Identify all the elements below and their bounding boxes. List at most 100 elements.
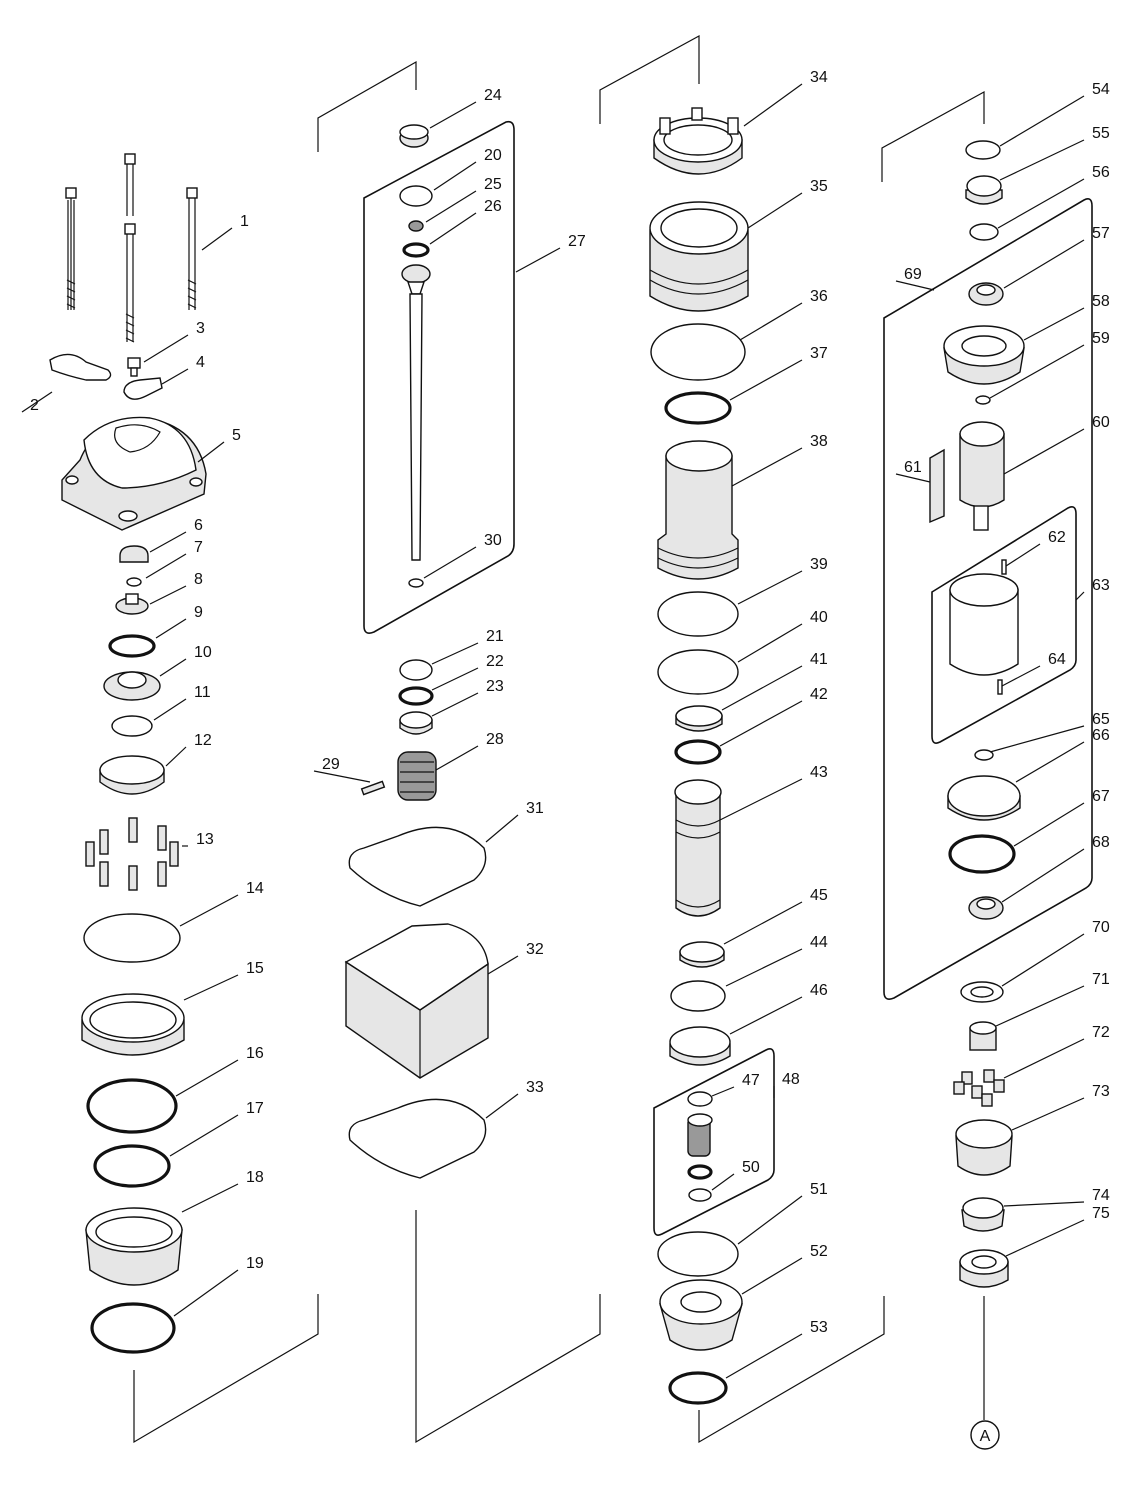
callout-label-71: 71 <box>1092 971 1110 988</box>
callout-label-23: 23 <box>486 678 504 695</box>
callout-label-61: 61 <box>904 459 922 476</box>
callout-label-27: 27 <box>568 233 586 250</box>
leader-line-71 <box>995 985 1085 1027</box>
callout-label-41: 41 <box>810 651 828 668</box>
ring-part-7 <box>126 577 142 587</box>
callout-label-66: 66 <box>1092 727 1110 744</box>
leader-line-50 <box>711 1173 735 1191</box>
rotor-part-60 <box>959 421 1005 531</box>
callout-label-68: 68 <box>1092 834 1110 851</box>
column-3-parts <box>649 107 749 1405</box>
leader-line-4 <box>161 368 189 385</box>
cylinder-part-18 <box>85 1207 183 1286</box>
leader-line-30 <box>423 546 477 579</box>
callout-label-39: 39 <box>810 556 828 573</box>
callout-label-51: 51 <box>810 1181 828 1198</box>
connector-circle <box>970 1420 1000 1450</box>
leader-line-55 <box>999 139 1085 181</box>
leader-line-18 <box>181 1183 239 1213</box>
carrier-part-74 <box>961 1197 1005 1232</box>
leader-line-56 <box>997 178 1085 229</box>
callout-label-7: 7 <box>194 539 203 556</box>
leader-line-62 <box>1005 543 1041 567</box>
leader-line-42 <box>719 700 803 747</box>
leader-line-14 <box>179 894 239 927</box>
ring-part-41 <box>675 705 723 732</box>
leader-line-8 <box>149 585 187 605</box>
callout-label-16: 16 <box>246 1045 264 1062</box>
ring-part-17 <box>93 1144 171 1188</box>
leader-line-11 <box>153 698 187 721</box>
leader-line-25 <box>425 190 477 223</box>
valve-part-10 <box>103 671 161 701</box>
callout-label-26: 26 <box>484 198 502 215</box>
leader-line-70 <box>1001 933 1085 987</box>
gears-part-72 <box>953 1069 1005 1107</box>
bolt-part-1 <box>65 153 198 343</box>
callout-label-12: 12 <box>194 732 212 749</box>
leader-line-52 <box>741 1257 803 1295</box>
callout-label-32: 32 <box>526 941 544 958</box>
callout-label-58: 58 <box>1092 293 1110 310</box>
leader-line-60 <box>1003 428 1085 475</box>
gasket-part-31 <box>348 826 487 907</box>
plate-part-66 <box>947 775 1021 821</box>
ring-part-67 <box>948 834 1016 874</box>
callout-label-8: 8 <box>194 571 203 588</box>
valve-part-8 <box>115 593 149 615</box>
leader-line-43 <box>719 778 803 821</box>
leader-line-75 <box>1005 1219 1085 1257</box>
leader-line-12 <box>165 746 187 767</box>
callout-label-28: 28 <box>486 731 504 748</box>
callout-label-59: 59 <box>1092 330 1110 347</box>
leader-line-47 <box>711 1086 735 1097</box>
callout-label-69: 69 <box>904 266 922 283</box>
leader-line-7 <box>145 553 187 579</box>
leader-line-5 <box>197 441 225 463</box>
leader-line-3 <box>143 334 189 363</box>
callout-label-57: 57 <box>1092 225 1110 242</box>
ring-part-22 <box>398 686 434 706</box>
callout-label-56: 56 <box>1092 164 1110 181</box>
leader-line-26 <box>429 212 477 245</box>
leader-line-45 <box>723 901 803 945</box>
leader-line-51 <box>737 1195 803 1245</box>
callout-label-15: 15 <box>246 960 264 977</box>
leader-line-57 <box>1003 239 1085 289</box>
leader-line-68 <box>1001 848 1085 903</box>
screw-part-3 <box>127 357 141 377</box>
gear-part-71 <box>969 1021 997 1051</box>
leader-line-24 <box>429 101 477 129</box>
column-1-parts <box>49 153 207 1354</box>
ring-part-25 <box>408 220 424 232</box>
pin-part-64 <box>997 679 1003 695</box>
leader-line-54 <box>999 95 1085 147</box>
spring-part-28 <box>397 751 437 801</box>
ring-part-30 <box>408 578 424 588</box>
leader-line-67 <box>1013 802 1085 847</box>
callout-labels: 1234567891011121314151617181920212223242… <box>21 69 1110 1379</box>
leader-line-10 <box>159 658 187 677</box>
callout-label-54: 54 <box>1092 81 1110 98</box>
callout-label-11: 11 <box>194 684 211 701</box>
ring-part-56 <box>969 223 999 241</box>
leader-line-33 <box>485 1093 519 1119</box>
callout-label-9: 9 <box>194 604 203 621</box>
ring-part-53 <box>668 1371 728 1405</box>
bushing-part-46 <box>669 1026 731 1066</box>
callout-label-47: 47 <box>742 1072 760 1089</box>
callout-label-1: 1 <box>240 213 249 230</box>
callout-label-74: 74 <box>1092 1187 1110 1204</box>
callout-label-4: 4 <box>196 354 205 371</box>
cap-part-5 <box>61 416 207 531</box>
callout-label-72: 72 <box>1092 1024 1110 1041</box>
leader-line-41 <box>721 665 803 711</box>
callout-label-60: 60 <box>1092 414 1110 431</box>
leader-line-23 <box>431 692 479 717</box>
connector-label: A <box>980 1428 991 1445</box>
leader-line-74 <box>1003 1201 1085 1207</box>
leader-line-2 <box>21 391 53 413</box>
callout-label-63: 63 <box>1092 577 1110 594</box>
callout-label-22: 22 <box>486 653 504 670</box>
ring-part-14 <box>83 913 181 963</box>
